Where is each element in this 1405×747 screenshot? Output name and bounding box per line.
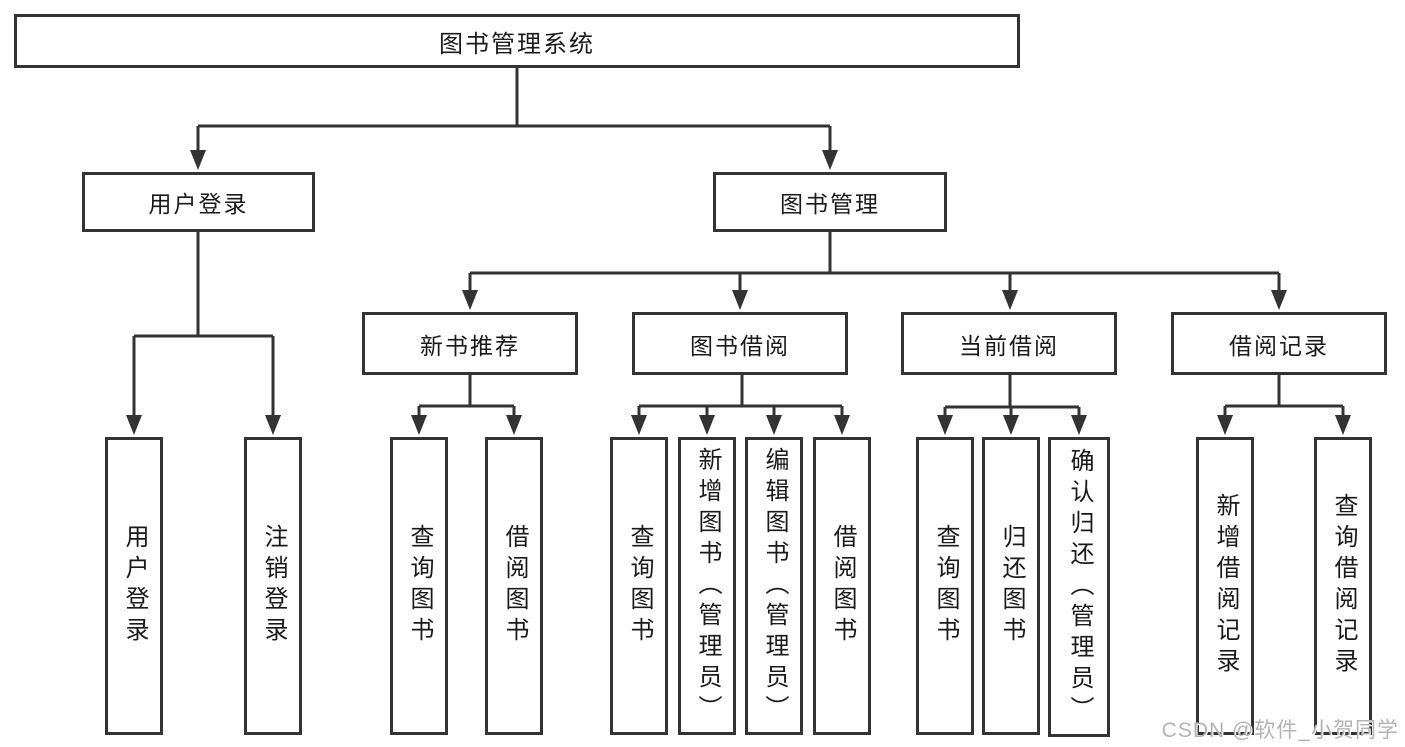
node-current-borrow: 当前借阅: [901, 312, 1117, 375]
node-book-management: 图书管理: [713, 172, 947, 232]
leaf-return-books-label: 归还图书: [998, 524, 1025, 648]
leaf-borrow-books-newbook: 借阅图书: [485, 437, 543, 735]
leaf-user-login-label: 用户登录: [121, 524, 148, 648]
root-node-label: 图书管理系统: [439, 30, 595, 58]
leaf-user-login: 用户登录: [105, 437, 163, 735]
node-borrow-records-label: 借阅记录: [1229, 332, 1329, 359]
leaf-query-books-borrow-label: 查询图书: [626, 524, 653, 648]
leaf-add-borrow-record: 新增借阅记录: [1196, 437, 1254, 735]
node-user-login: 用户登录: [82, 172, 315, 232]
leaf-borrow-books-newbook-label: 借阅图书: [501, 524, 528, 648]
leaf-query-books-current: 查询图书: [916, 437, 974, 735]
leaf-return-books: 归还图书: [982, 437, 1040, 735]
node-borrow-records: 借阅记录: [1171, 312, 1387, 375]
leaf-query-books-current-label: 查询图书: [932, 524, 959, 648]
leaf-query-books-borrow: 查询图书: [610, 437, 668, 735]
node-book-borrow-label: 图书借阅: [690, 332, 790, 359]
node-new-book-recommend: 新书推荐: [362, 312, 578, 375]
leaf-query-borrow-record-label: 查询借阅记录: [1330, 493, 1357, 679]
leaf-confirm-return-admin-label: 确认归还（管理员）: [1066, 447, 1093, 727]
leaf-query-books-newbook-label: 查询图书: [406, 524, 433, 648]
leaf-add-borrow-record-label: 新增借阅记录: [1212, 493, 1239, 679]
leaf-edit-books-admin: 编辑图书（管理员）: [745, 437, 803, 735]
root-node-library-system: 图书管理系统: [14, 14, 1020, 68]
leaf-add-books-admin: 新增图书（管理员）: [678, 437, 736, 735]
leaf-query-borrow-record: 查询借阅记录: [1314, 437, 1372, 735]
leaf-confirm-return-admin: 确认归还（管理员）: [1048, 437, 1110, 737]
leaf-add-books-admin-label: 新增图书（管理员）: [694, 446, 721, 726]
leaf-logout: 注销登录: [244, 437, 302, 735]
leaf-query-books-newbook: 查询图书: [390, 437, 448, 735]
leaf-logout-label: 注销登录: [260, 524, 287, 648]
node-user-login-label: 用户登录: [148, 191, 249, 217]
node-current-borrow-label: 当前借阅: [959, 332, 1059, 359]
leaf-borrow-books-label: 借阅图书: [829, 524, 856, 648]
leaf-borrow-books: 借阅图书: [813, 437, 871, 735]
leaf-edit-books-admin-label: 编辑图书（管理员）: [761, 446, 788, 726]
node-new-book-recommend-label: 新书推荐: [420, 332, 520, 359]
node-book-borrow: 图书借阅: [632, 312, 848, 375]
csdn-watermark: CSDN @软件_小贺同学: [1161, 719, 1399, 742]
node-book-management-label: 图书管理: [780, 191, 880, 217]
